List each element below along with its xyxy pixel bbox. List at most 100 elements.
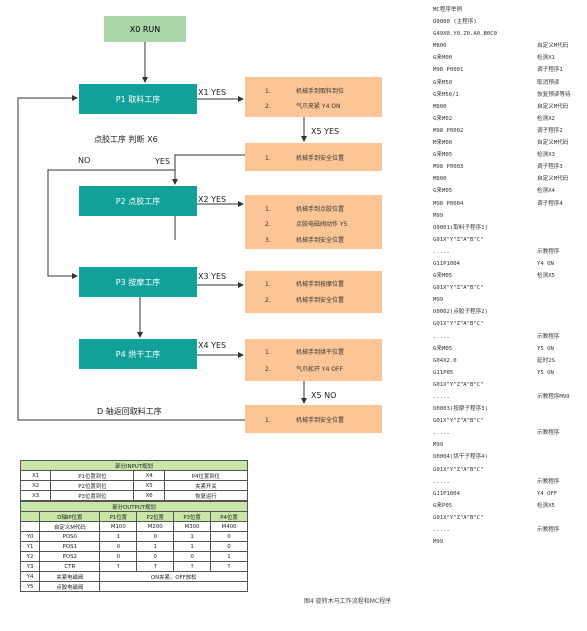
yes-label: YES xyxy=(154,157,170,166)
output-cell: 1 xyxy=(99,531,138,542)
box5-num-2: 2. xyxy=(265,366,271,373)
process-p4-label: P4 烘干工序 xyxy=(116,349,160,359)
code-comment: 检测X5 xyxy=(537,273,555,280)
code-text: G01X"Y"Z"A"B"C" xyxy=(433,236,484,243)
output-cell: CTR xyxy=(39,561,101,572)
output-cell xyxy=(19,521,41,532)
x5-yes-label: X5 YES xyxy=(311,127,339,136)
code-comment: 延时2S xyxy=(537,357,555,364)
code-comment: 调子程序3 xyxy=(537,164,563,171)
code-text: G01X"Y"Z"A"B"C" xyxy=(433,285,484,292)
judge-label: 点胶工序 判断 X6 xyxy=(94,134,158,144)
output-table-title: 部分OUTPUT规划 xyxy=(20,501,248,512)
output-cell: 0 xyxy=(99,551,138,562)
code-line: G01X"Y"Z"A"B"C" xyxy=(433,318,583,330)
output-cell: POS1 xyxy=(39,541,101,552)
output-cell xyxy=(99,581,248,592)
code-line: O0002(点胶子程序2) xyxy=(433,306,583,318)
output-cell: 0 xyxy=(136,551,175,562)
output-cell: Y0 xyxy=(19,531,41,542)
output-cell: M200 xyxy=(136,521,175,532)
process-p1 xyxy=(79,84,197,114)
box5-text-1: 机械手到烘干位置 xyxy=(296,348,344,356)
code-line: O0003(按摩子程序3) xyxy=(433,403,583,415)
output-cell: ↑ xyxy=(99,561,138,572)
box3-num-2: 2. xyxy=(265,221,271,228)
x4-yes-label: X4 YES xyxy=(198,341,226,350)
box1-text-2: 气爪夹紧 Y4 ON xyxy=(296,102,341,110)
output-cell: 1 xyxy=(136,541,175,552)
code-comment: 调子程序4 xyxy=(537,200,563,207)
code-comment: 调子程序1 xyxy=(537,67,563,74)
output-cell: ON夹紧，OFF放松 xyxy=(99,571,248,582)
action-box-5 xyxy=(245,339,382,381)
code-text: G来M00 xyxy=(433,55,453,62)
box5-num-1: 1. xyxy=(265,349,271,356)
connectors xyxy=(17,42,307,421)
code-line: G来M00 检测X1 xyxy=(433,52,583,64)
code-text: M99 xyxy=(433,212,444,219)
code-comment: 自定义M代码 xyxy=(537,103,569,110)
output-cell: P2位置 xyxy=(136,511,175,522)
code-text: G来M05 xyxy=(433,152,453,159)
code-line: G01X"Y"Z"A"B"C" xyxy=(433,234,583,246)
code-line: G49X0.Y0.Z0.A0.B0C0 xyxy=(433,28,583,40)
code-text: M98 P0002 xyxy=(433,127,464,134)
code-text: G来M05 xyxy=(433,188,453,195)
output-cell: POS2 xyxy=(39,551,101,562)
code-line: .....示教程序 xyxy=(433,427,583,439)
code-line: G01X"Y"Z"A"B"C" xyxy=(433,282,583,294)
output-cell: ↑ xyxy=(173,561,212,572)
code-text: G11P05 xyxy=(433,369,454,376)
code-comment: 检测X2 xyxy=(537,115,555,122)
box2-num-1: 1. xyxy=(265,155,271,162)
code-text: ..... xyxy=(433,527,450,534)
box6-num-1: 1. xyxy=(265,417,271,424)
box3-text-1: 机械手到点胶位置 xyxy=(296,205,344,213)
input-cell: X6 xyxy=(133,490,165,501)
figure-caption: 图4 旋转木马工作流程和MC程序 xyxy=(304,598,392,605)
process-p2-label: P2 点胶工序 xyxy=(116,196,160,206)
code-text: G来M50/1 xyxy=(433,91,459,98)
code-text: G来M50 xyxy=(433,79,453,86)
box1-num-1: 1. xyxy=(265,88,271,95)
no-label: NO xyxy=(78,156,90,165)
input-cell: X1 xyxy=(19,470,52,481)
box1-num-2: 2. xyxy=(265,103,271,110)
code-text: G来M05 xyxy=(433,273,453,280)
code-text: M800 xyxy=(433,176,447,183)
output-cell: Y1 xyxy=(19,541,41,552)
code-comment: Y4 OFF xyxy=(537,490,558,497)
output-cell: M400 xyxy=(210,521,248,532)
box6-text-1: 机械手到安全位置 xyxy=(296,416,344,424)
code-comment: 检测X1 xyxy=(537,55,555,62)
output-cell: 自定义M代码 xyxy=(39,521,101,532)
box4-text-2: 机械手到安全位置 xyxy=(296,296,344,304)
code-text: O0002(点胶子程序2) xyxy=(433,309,488,316)
input-cell: 夹紧开关 xyxy=(163,480,249,491)
code-comment: 检测X5 xyxy=(537,502,555,509)
output-cell: 夹紧电磁阀 xyxy=(39,571,101,582)
output-cell: M100 xyxy=(99,521,138,532)
code-text: G01X"Y"Z"A"B"C" xyxy=(433,321,484,328)
output-cell: Y2 xyxy=(19,551,41,562)
process-p1-label: P1 取料工序 xyxy=(116,94,160,104)
output-cell: ↑ xyxy=(210,561,248,572)
code-text: ..... xyxy=(433,248,450,255)
action-box-2 xyxy=(245,143,382,171)
code-text: G11P1004 xyxy=(433,490,460,497)
